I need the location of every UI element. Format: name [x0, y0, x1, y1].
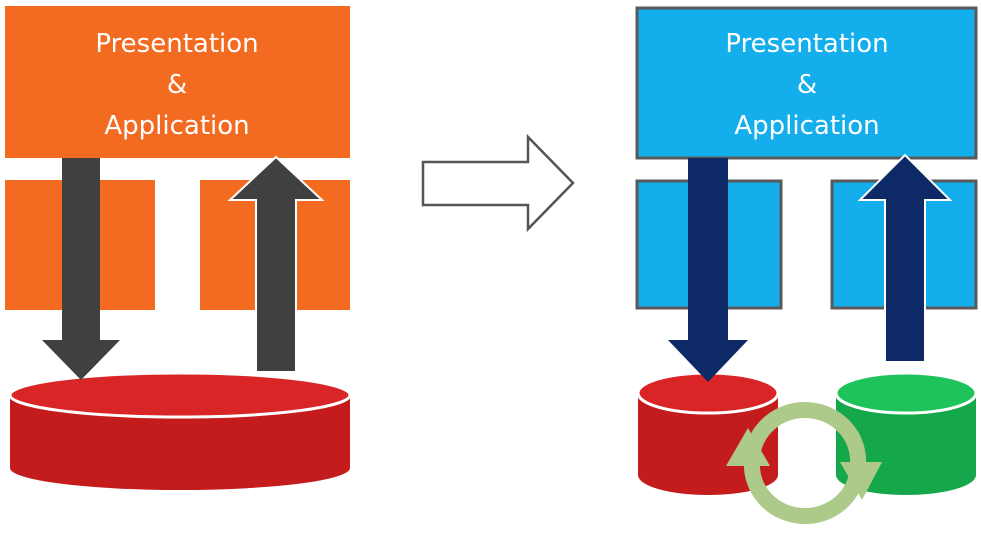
- left-up-arrow: [227, 155, 325, 373]
- right-up-arrow: [857, 153, 953, 363]
- right-presentation-block: [635, 6, 978, 160]
- left-presentation-label: Presentation: [95, 29, 258, 59]
- right-red-database: [636, 371, 780, 495]
- left-application-label: Application: [104, 111, 249, 141]
- right-architecture: Presentation & Application: [635, 6, 978, 524]
- sync-icon: [726, 402, 882, 524]
- left-presentation-block: [5, 6, 350, 158]
- left-architecture: Presentation & Application: [5, 6, 352, 490]
- left-down-arrow: [42, 158, 120, 380]
- left-ampersand-label: &: [167, 70, 187, 100]
- right-presentation-label: Presentation: [725, 29, 888, 59]
- right-application-label: Application: [734, 111, 879, 141]
- right-down-arrow: [668, 158, 748, 382]
- left-database: [8, 371, 352, 490]
- transition-arrow: [421, 133, 575, 233]
- right-ampersand-label: &: [797, 70, 817, 100]
